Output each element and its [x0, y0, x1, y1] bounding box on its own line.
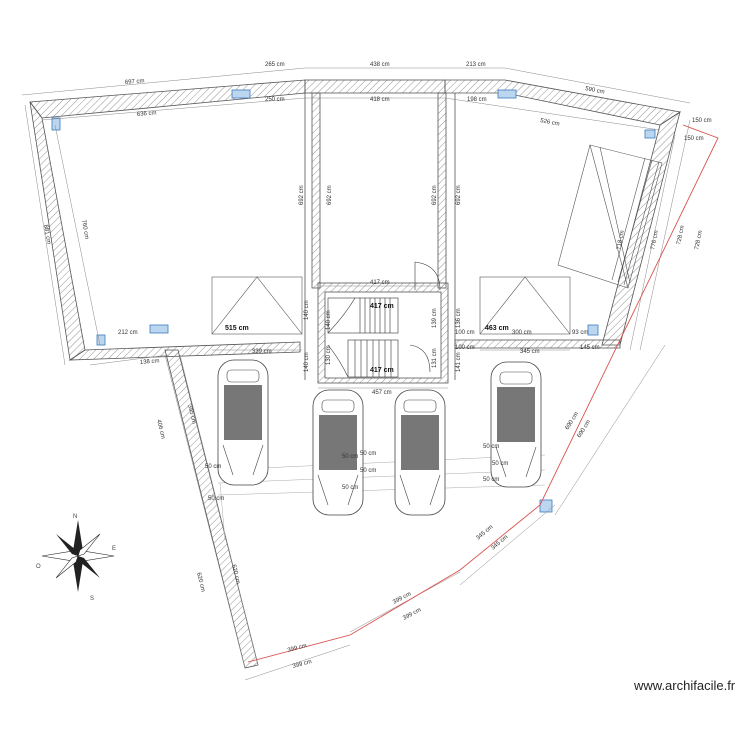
dim-label: 100 cm — [455, 345, 475, 351]
dim-label: 50 cm — [360, 468, 376, 474]
wall-right — [601, 111, 681, 346]
dim-label: 692 cm — [456, 185, 462, 205]
dim-label: 140 cm — [304, 352, 310, 372]
dim-label: 145 cm — [580, 345, 600, 351]
window-icon — [539, 499, 553, 513]
dim-label: 50 cm — [205, 464, 221, 470]
compass-rose: N S E O — [36, 514, 116, 602]
dim-label: 881 cm — [42, 224, 51, 244]
dim-label: 138 cm — [140, 358, 160, 366]
dim-label: 131 cm — [432, 348, 438, 368]
wall-top-middle — [304, 79, 446, 94]
wall-bottom-left — [68, 341, 301, 361]
car-4 — [490, 361, 542, 488]
dim-label: 50 cm — [360, 451, 376, 457]
dim-label: 718 cm — [616, 230, 626, 251]
dim-label: 438 cm — [370, 62, 390, 68]
dim-label: 140 cm — [326, 310, 332, 330]
dim-label: 697 cm — [125, 78, 145, 86]
property-line — [247, 124, 719, 663]
dim-label: 776 cm — [650, 230, 660, 251]
roof-shapes — [211, 144, 663, 335]
window-icon — [644, 129, 656, 139]
dim-label: 399 cm — [287, 643, 308, 654]
compass-label-n: N — [73, 514, 77, 520]
windows — [51, 89, 656, 513]
dim-label: 728 cm — [676, 225, 686, 246]
dim-label: 339 cm — [252, 349, 272, 355]
dim-label: 399 cm — [292, 659, 313, 670]
parking-lines — [217, 454, 546, 541]
car-1 — [217, 359, 269, 486]
column-2 — [437, 92, 447, 289]
dim-label: 141 cm — [456, 352, 462, 372]
column-1 — [311, 92, 321, 289]
dim-label: 692 cm — [327, 185, 333, 205]
window-icon — [497, 89, 517, 99]
dim-label: 457 cm — [372, 390, 392, 396]
dim-label: 692 cm — [299, 185, 305, 205]
dim-label: 198 cm — [467, 97, 487, 103]
area-label-right: 463 cm — [485, 325, 509, 332]
area-label-left: 515 cm — [225, 325, 249, 332]
dim-label: 136 cm — [456, 308, 462, 328]
dim-label: 620 cm — [195, 572, 206, 593]
wall-top-left — [29, 79, 306, 119]
interior-walls — [304, 92, 456, 384]
dim-label: 212 cm — [118, 330, 138, 336]
dim-label: 300 cm — [512, 330, 532, 336]
dim-label: 130 cm — [326, 345, 332, 365]
window-icon — [587, 324, 599, 336]
dim-label: 692 cm — [432, 185, 438, 205]
dim-label: 526 cm — [540, 118, 560, 128]
window-icon — [51, 117, 61, 131]
stair-label: 417 cm — [370, 367, 394, 374]
dim-label: 590 cm — [585, 86, 605, 96]
dim-label: 213 cm — [466, 62, 486, 68]
window-icon — [96, 334, 106, 346]
cars — [217, 359, 542, 516]
window-icon — [149, 324, 169, 334]
dim-label: 417 cm — [370, 280, 390, 286]
compass-label-e: E — [112, 546, 116, 552]
dim-label: 399 cm — [402, 607, 422, 622]
staircase — [327, 297, 399, 378]
dim-label: 50 cm — [492, 461, 508, 467]
dim-label: 150 cm — [684, 136, 704, 142]
dim-label: 250 cm — [265, 97, 285, 103]
dim-label: 150 cm — [692, 118, 712, 124]
dim-label: 345 cm — [520, 349, 540, 355]
dim-label: 140 cm — [304, 300, 310, 320]
dim-label: 50 cm — [342, 485, 358, 491]
car-2 — [312, 389, 364, 516]
dim-label: 620 cm — [230, 564, 241, 585]
dim-label: 690 cm — [577, 419, 593, 439]
dim-label: 139 cm — [432, 308, 438, 328]
dim-label: 93 cm — [572, 330, 588, 336]
dim-label: 636 cm — [137, 110, 157, 118]
dim-label: 265 cm — [265, 62, 285, 68]
dim-label: 418 cm — [370, 97, 390, 103]
dim-label: 50 cm — [208, 496, 224, 502]
window-icon — [231, 89, 251, 99]
compass-label-s: S — [90, 596, 94, 602]
dim-label: 50 cm — [483, 444, 499, 450]
watermark: www.archifacile.fr — [633, 678, 736, 693]
dim-label: 760 cm — [80, 219, 89, 239]
dim-label: 50 cm — [483, 477, 499, 483]
dim-label: 406 cm — [155, 419, 166, 440]
car-3 — [394, 389, 446, 516]
dim-label: 395 cm — [186, 404, 197, 425]
stair-label: 417 cm — [370, 303, 394, 310]
dim-label: 50 cm — [342, 454, 358, 460]
dim-label: 728 cm — [694, 230, 704, 251]
dim-label: 100 cm — [455, 330, 475, 336]
dim-label: 345 cm — [475, 524, 494, 541]
compass-label-o: O — [36, 564, 41, 570]
